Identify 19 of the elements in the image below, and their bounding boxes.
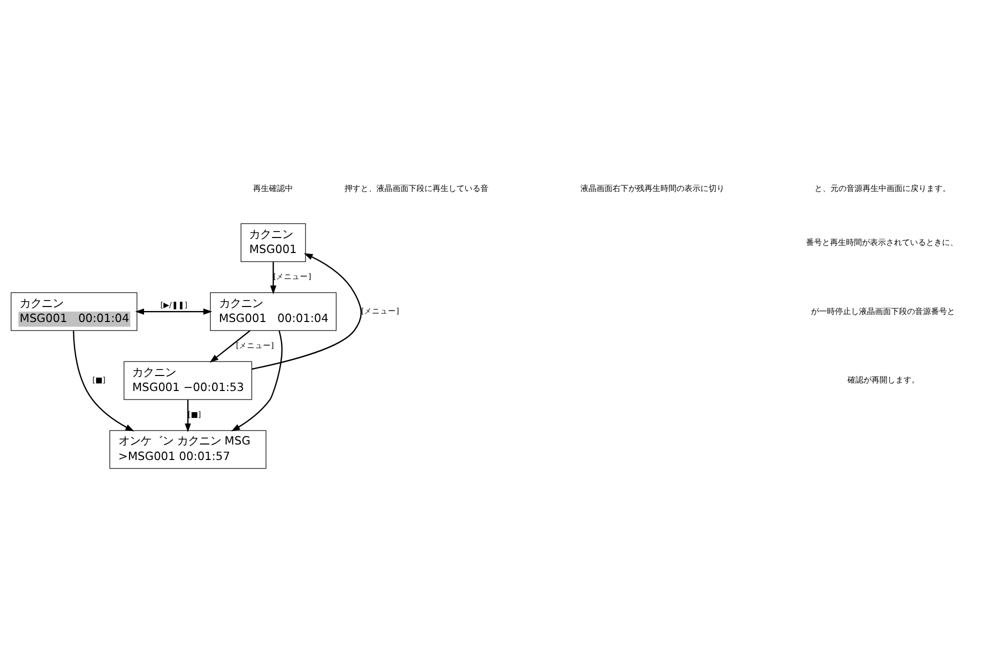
arrow: [184, 400, 191, 432]
arrow: [252, 253, 362, 370]
node-box: オンケ゛ン カクニン MSG >MSG001 00:01:57: [109, 430, 266, 469]
label: 番号と再生時間が表示されているときに、: [806, 236, 958, 247]
label: と、元の音源再生中画面に戻ります。: [814, 183, 951, 194]
arrow: [210, 330, 250, 363]
arrow: [135, 308, 212, 315]
label: 確認が再開します。: [848, 374, 920, 385]
node-box: カクニン MSG001 −00:01:53: [124, 361, 252, 400]
arrow: [270, 262, 276, 294]
arrow: [72, 330, 134, 432]
label: 液晶画面右下が残再生時間の表示に切り: [580, 183, 724, 194]
node-box: カクニン MSG001: [240, 223, 306, 262]
node-box: カクニン MSG001 00:01:04: [10, 292, 138, 331]
label: 押すと、液晶画面下段に再生している音: [344, 183, 488, 194]
label: が一時停止し液晶画面下段の音源番号と: [811, 306, 956, 316]
arrow: [231, 330, 283, 432]
node-label: 再生確認中: [253, 183, 294, 194]
node-box: カクニン MSG001 00:01:04: [210, 292, 337, 331]
